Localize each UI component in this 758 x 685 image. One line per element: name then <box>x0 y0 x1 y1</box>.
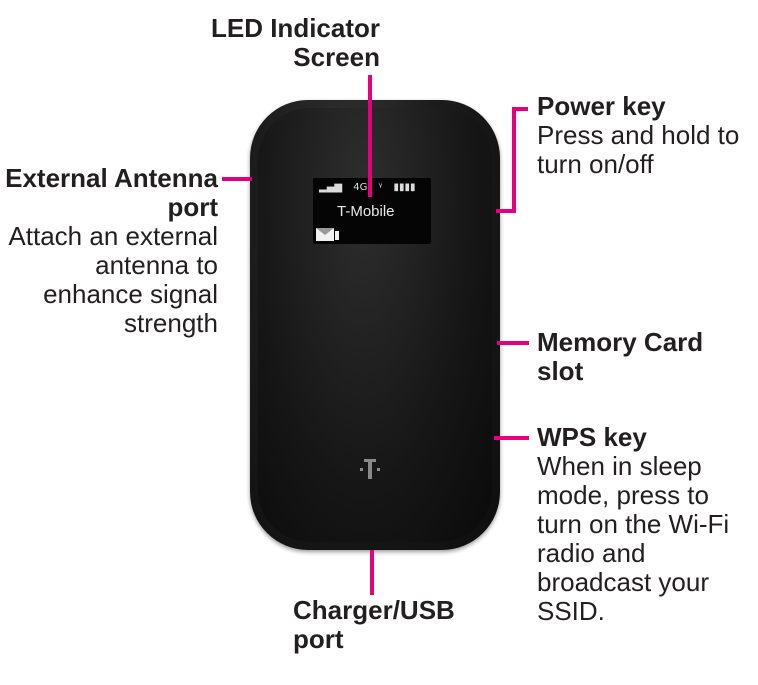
usb-title: Charger/USB port <box>293 595 455 654</box>
wifi-icon: ᵞ <box>378 182 383 193</box>
screen-status-row: ▂▄▆ 4G ᵞ ▮▮▮▮ <box>319 182 424 193</box>
t-mobile-logo-icon <box>359 456 381 484</box>
memory-card-label: Memory Card slot <box>537 328 752 386</box>
led-indicator-label: LED Indicator Screen <box>185 14 380 72</box>
signal-strength-icon: ▂▄▆ <box>319 182 343 193</box>
wps-key-label: WPS key When in sleep mode, press to tur… <box>537 423 752 626</box>
power-description: Press and hold to turn on/off <box>537 120 740 179</box>
external-antenna-label: External Antenna port Attach an external… <box>0 164 218 338</box>
message-icon <box>316 228 334 241</box>
wps-leader-line <box>494 436 529 440</box>
usb-leader-line <box>370 550 374 595</box>
power-leader-horizontal <box>514 107 528 111</box>
message-indicator-icon <box>335 231 339 240</box>
power-key-label: Power key Press and hold to turn on/off <box>537 92 752 179</box>
memory-card-title: Memory Card slot <box>537 327 704 386</box>
external-antenna-description: Attach an external antenna to enhance si… <box>8 221 218 338</box>
charger-usb-label: Charger/USB port <box>293 596 493 654</box>
network-type-label: 4G <box>353 182 368 193</box>
external-antenna-leader-line <box>222 177 252 181</box>
led-title: LED Indicator Screen <box>210 13 380 72</box>
external-antenna-title: External Antenna port <box>5 163 218 222</box>
power-leader-to-device <box>496 209 516 213</box>
led-leader-line <box>368 75 372 197</box>
memory-card-leader-line <box>497 341 529 345</box>
carrier-name: T-Mobile <box>337 203 395 220</box>
power-title: Power key <box>537 91 666 121</box>
wps-title: WPS key <box>537 422 647 452</box>
wps-description: When in sleep mode, press to turn on the… <box>537 451 730 626</box>
battery-icon: ▮▮▮▮ <box>393 182 416 193</box>
power-leader-vertical <box>512 107 516 213</box>
